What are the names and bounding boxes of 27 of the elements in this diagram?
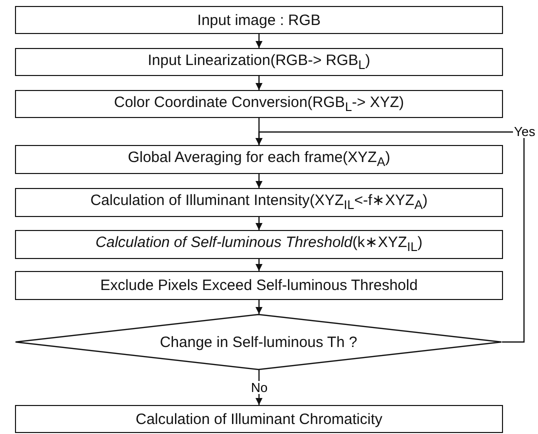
arrow <box>256 217 262 230</box>
process-box <box>15 188 503 217</box>
process-box <box>15 90 503 118</box>
edge-label: No <box>250 380 269 394</box>
node-text: Calculation of Illuminant Intensity(XYZ$_{IL}$<-f∗XYZ$_{A}$) <box>90 193 428 212</box>
arrow <box>256 131 525 343</box>
arrow <box>256 34 262 48</box>
node-text: Input Linearization(RGB-> RGB$_{L}$) <box>148 52 370 72</box>
arrow <box>256 259 262 271</box>
process-box <box>15 48 503 76</box>
process-box <box>15 145 503 174</box>
node-text: Exclude Pixels Exceed Self-luminous Threshold <box>100 278 418 293</box>
process-box <box>15 6 503 34</box>
node-text: Global Averaging for each frame(XYZ$_{A}$) <box>128 150 390 169</box>
node-text: Calculation of Illuminant Chromaticity <box>136 412 382 426</box>
node-text: Calculation of Self-luminous Threshold(k∗XYZ$_{IL}$) <box>96 235 422 254</box>
process-box <box>15 271 503 300</box>
process-box <box>15 405 503 433</box>
node-text: Change in Self-luminous Th ? <box>160 334 358 350</box>
process-box <box>15 230 503 259</box>
arrow <box>256 174 262 188</box>
node-text: Color Coordinate Conversion(RGB$_{L}$-> XYZ) <box>114 94 404 114</box>
decision-diamond <box>15 314 502 370</box>
arrow <box>256 76 262 90</box>
edge-label: Yes <box>513 125 536 138</box>
node-text: Input image : RGB <box>197 12 321 28</box>
arrow <box>256 300 262 314</box>
